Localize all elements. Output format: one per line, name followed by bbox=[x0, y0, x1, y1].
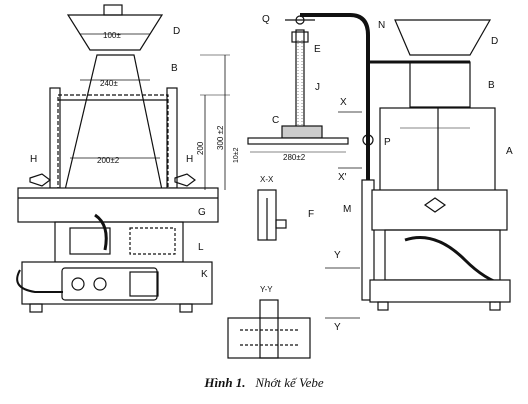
caption-number: Hình 1. bbox=[204, 375, 246, 390]
svg-text:X: X bbox=[340, 97, 347, 108]
svg-text:B: B bbox=[488, 80, 495, 91]
svg-text:H: H bbox=[30, 154, 37, 165]
svg-text:240±: 240± bbox=[100, 79, 118, 88]
section-xx: X-X bbox=[257, 175, 287, 241]
svg-text:A: A bbox=[506, 146, 513, 157]
vibrating-table-g bbox=[17, 187, 219, 223]
base-k bbox=[21, 261, 213, 305]
mould-cone-b bbox=[64, 54, 163, 191]
svg-text:K: K bbox=[201, 269, 208, 280]
part-labels: D B H H G L K Q E J C F N D B A P M X X'… bbox=[30, 14, 513, 333]
funnel-d-left bbox=[66, 14, 164, 51]
svg-text:B: B bbox=[171, 63, 178, 74]
svg-text:C: C bbox=[272, 115, 279, 126]
svg-text:X-X: X-X bbox=[260, 175, 274, 184]
section-yy: Y-Y bbox=[227, 285, 311, 359]
svg-text:J: J bbox=[315, 82, 320, 93]
svg-text:Y: Y bbox=[334, 322, 341, 333]
svg-text:280±2: 280±2 bbox=[283, 153, 306, 162]
svg-text:Q: Q bbox=[262, 14, 270, 25]
svg-text:100±: 100± bbox=[103, 31, 121, 40]
figure-caption: Hình 1. Nhớt kế Vebe bbox=[0, 375, 528, 391]
vebe-consistometer-drawing: 100± 240± 200±2 bbox=[16, 4, 513, 359]
svg-text:E: E bbox=[314, 44, 321, 55]
svg-text:H: H bbox=[186, 154, 193, 165]
svg-text:G: G bbox=[198, 207, 206, 218]
svg-text:Y-Y: Y-Y bbox=[260, 285, 273, 294]
svg-text:D: D bbox=[491, 36, 498, 47]
swing-arm-n bbox=[300, 13, 370, 180]
caption-title: Nhớt kế Vebe bbox=[255, 375, 324, 390]
svg-text:10±2: 10±2 bbox=[233, 147, 240, 163]
svg-text:F: F bbox=[308, 209, 314, 220]
column-m bbox=[361, 179, 375, 301]
side-view bbox=[300, 13, 511, 319]
disc-and-rod: 280±2 10±2 bbox=[233, 15, 349, 163]
svg-text:D: D bbox=[173, 26, 180, 37]
weight-c bbox=[281, 125, 323, 139]
svg-text:X': X' bbox=[338, 172, 347, 183]
svg-text:200±2: 200±2 bbox=[97, 156, 120, 165]
svg-text:300 ±2: 300 ±2 bbox=[216, 125, 225, 150]
transparent-disc bbox=[247, 137, 349, 145]
svg-text:P: P bbox=[384, 137, 391, 148]
front-view: 100± 240± 200±2 bbox=[16, 4, 230, 313]
graduated-rod-j bbox=[295, 29, 305, 136]
svg-text:Y: Y bbox=[334, 250, 341, 261]
svg-text:L: L bbox=[198, 242, 204, 253]
svg-text:M: M bbox=[343, 204, 351, 215]
svg-text:200: 200 bbox=[196, 141, 205, 155]
svg-text:N: N bbox=[378, 20, 385, 31]
